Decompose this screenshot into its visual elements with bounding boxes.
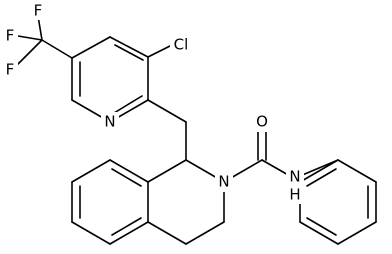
atom-ring-nitrogen: N [218,173,229,191]
bond-pyr-c5-c4 [71,36,111,59]
bond-lines [17,15,377,245]
bond-c3-cl [147,44,173,58]
bond-c8-c8a [109,159,149,183]
bond-ph-6-1-inner [306,168,337,187]
atom-amide-nitrogen: N [289,168,300,186]
bond-c5-c6 [71,221,111,245]
bond-nh-phenyl [299,159,339,177]
bond-c8-c8a-inner [111,168,142,187]
bond-c7-c8 [71,159,111,183]
bond-c2-ch2 [147,99,187,123]
bond-cf3-f2 [17,35,43,41]
atom-f-left: F [6,27,15,45]
atom-labels: F F F Cl N O N N H [2,2,304,204]
atom-pyridine-nitrogen: N [104,113,115,131]
bond-cf3-ring [41,39,73,59]
bond-ph-1-2 [337,159,377,183]
bond-pyr-c2-n-inner [113,95,143,114]
bond-ph-4-5-inner [306,217,337,236]
bond-c4a-c5-inner [111,217,142,236]
bond-pyr-c3-c3-inner [114,44,144,61]
bond-c3-c4 [185,221,225,245]
atom-amide-hydrogen: H [289,186,300,204]
bond-c4-c4a [147,221,187,245]
bond-pyr-c4-c3 [109,36,149,58]
bond-ph-3-4 [337,221,377,245]
bond-cf3-f3 [17,39,43,65]
bond-ph-6-1 [299,159,339,183]
atom-chlorine: Cl [174,36,189,54]
atom-f-top: F [34,2,43,20]
bond-c8a-c1 [147,159,187,183]
bond-c4a-c5 [109,221,149,245]
bond-ph-4-5 [299,221,339,245]
atom-f-bottom: F [6,61,15,79]
bond-carbonyl-nh [261,159,291,177]
atom-carbonyl-oxygen: O [256,113,268,131]
